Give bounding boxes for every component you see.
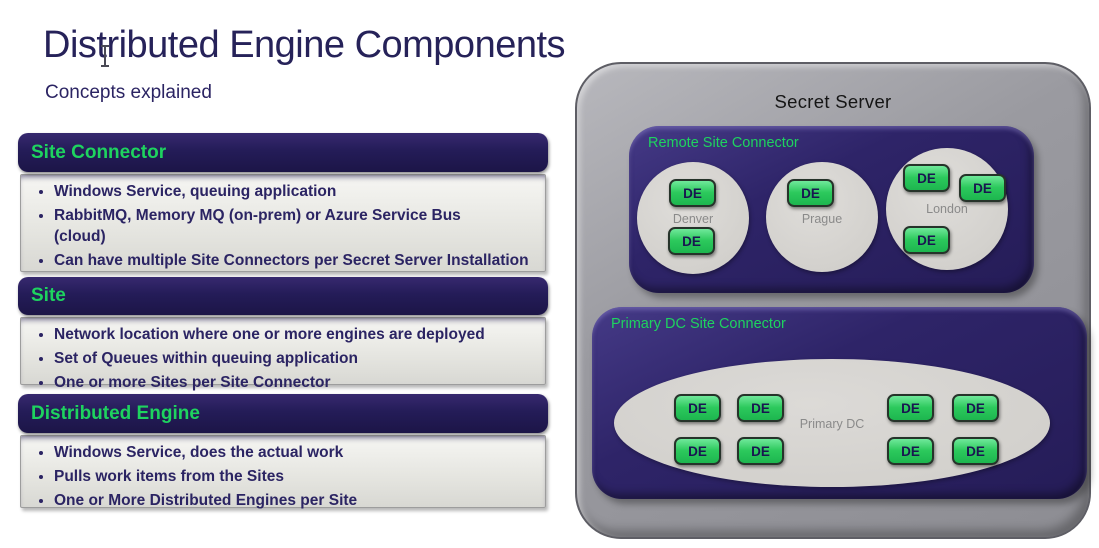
section-body-site: Network location where one or more engin… bbox=[20, 317, 546, 391]
section-header-distributed-engine: Distributed Engine bbox=[18, 394, 548, 433]
primary-dc-site-connector-label: Primary DC Site Connector bbox=[611, 316, 786, 332]
page-title: Distributed Engine Components bbox=[43, 24, 566, 66]
bullet-item: One or More Distributed Engines per Site bbox=[54, 490, 537, 511]
site-name-primary-dc: Primary DC bbox=[799, 417, 865, 431]
bullet-item: RabbitMQ, Memory MQ (on-prem) or Azure S… bbox=[54, 205, 537, 247]
bullet-list: Windows Service, queuing application Rab… bbox=[21, 175, 545, 271]
distributed-engine-badge: DE bbox=[737, 437, 784, 465]
remote-site-connector-box: Remote Site Connector DE Denver DE DE Pr… bbox=[629, 126, 1034, 293]
distributed-engine-badge: DE bbox=[903, 226, 950, 254]
secret-server-title: Secret Server bbox=[774, 91, 892, 112]
section-body-distributed-engine: Windows Service, does the actual work Pu… bbox=[20, 435, 546, 511]
bullet-list: Network location where one or more engin… bbox=[21, 318, 545, 393]
bullet-item: Network location where one or more engin… bbox=[54, 324, 537, 345]
section-header-site: Site bbox=[18, 277, 548, 315]
distributed-engine-badge: DE bbox=[887, 437, 934, 465]
bullet-item: Set of Queues within queuing application bbox=[54, 348, 537, 369]
distributed-engine-badge: DE bbox=[887, 394, 934, 422]
distributed-engine-badge: DE bbox=[959, 174, 1006, 202]
distributed-engine-badge: DE bbox=[674, 437, 721, 465]
distributed-engine-badge: DE bbox=[952, 394, 999, 422]
section-header-label: Distributed Engine bbox=[31, 402, 200, 424]
distributed-engine-badge: DE bbox=[737, 394, 784, 422]
distributed-engine-badge: DE bbox=[669, 179, 716, 207]
bullet-list: Windows Service, does the actual work Pu… bbox=[21, 436, 545, 511]
bullet-item: One or more Sites per Site Connector bbox=[54, 372, 537, 393]
distributed-engine-badge: DE bbox=[903, 164, 950, 192]
section-header-site-connector: Site Connector bbox=[18, 133, 548, 172]
distributed-engine-badge: DE bbox=[668, 227, 715, 255]
page-subtitle: Concepts explained bbox=[45, 82, 212, 103]
remote-site-connector-label: Remote Site Connector bbox=[648, 135, 799, 151]
site-ellipse-primary-dc bbox=[614, 359, 1050, 487]
section-body-site-connector: Windows Service, queuing application Rab… bbox=[20, 174, 546, 272]
distributed-engine-badge: DE bbox=[674, 394, 721, 422]
bullet-item: Windows Service, queuing application bbox=[54, 181, 537, 202]
site-name-london: London bbox=[926, 202, 968, 216]
text-cursor-icon bbox=[100, 45, 110, 67]
section-header-label: Site Connector bbox=[31, 141, 167, 163]
secret-server-box: Secret Server Remote Site Connector DE D… bbox=[575, 62, 1091, 539]
site-name-prague: Prague bbox=[801, 212, 843, 226]
bullet-item: Windows Service, does the actual work bbox=[54, 442, 537, 463]
distributed-engine-badge: DE bbox=[787, 179, 834, 207]
primary-dc-site-connector-box: Primary DC Site Connector DE DE DE DE Pr… bbox=[592, 307, 1087, 499]
bullet-item: Pulls work items from the Sites bbox=[54, 466, 537, 487]
section-header-label: Site bbox=[31, 285, 66, 306]
site-name-denver: Denver bbox=[672, 212, 714, 226]
bullet-item: Can have multiple Site Connectors per Se… bbox=[54, 250, 537, 271]
distributed-engine-badge: DE bbox=[952, 437, 999, 465]
